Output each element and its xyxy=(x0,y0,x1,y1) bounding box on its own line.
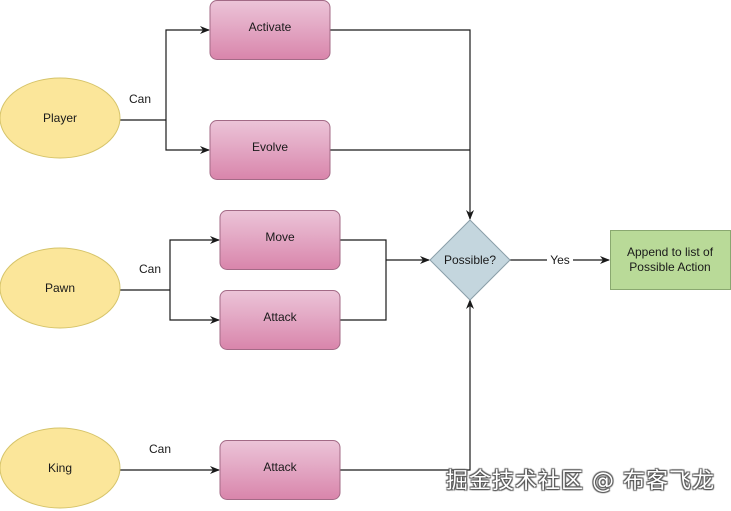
action-evolve[interactable]: Evolve xyxy=(209,120,331,180)
decision-label: Possible? xyxy=(444,253,496,267)
edge-pawn-attack xyxy=(169,290,220,324)
can-label-king: Can xyxy=(149,442,171,456)
edge-player-activate xyxy=(165,26,210,120)
actor-player[interactable]: Player xyxy=(0,77,121,159)
actor-pawn[interactable]: Pawn xyxy=(0,247,121,329)
action-move-label: Move xyxy=(265,230,295,244)
can-label-player: Can xyxy=(129,92,151,106)
watermark: 掘金技术社区 @ 布客飞龙 xyxy=(446,469,715,494)
actor-king[interactable]: King xyxy=(0,427,121,509)
result-line-2: Possible Action xyxy=(629,260,710,274)
action-evolve-label: Evolve xyxy=(252,140,288,154)
edge-player-evolve xyxy=(165,120,210,154)
result-line-1: Append to list of xyxy=(627,245,714,259)
actor-pawn-label: Pawn xyxy=(45,281,75,295)
action-pawn-attack[interactable]: Attack xyxy=(219,290,341,350)
result-append[interactable]: Append to list of Possible Action xyxy=(610,230,731,290)
action-pawn-attack-label: Attack xyxy=(263,310,297,324)
yes-label: Yes xyxy=(550,253,570,267)
edge-activate-decision xyxy=(330,29,474,220)
actor-player-label: Player xyxy=(43,111,77,125)
actor-king-label: King xyxy=(48,461,72,475)
action-activate[interactable]: Activate xyxy=(209,0,331,60)
action-king-attack-label: Attack xyxy=(263,460,297,474)
edge-king-attack-decision xyxy=(340,299,474,471)
can-label-pawn: Can xyxy=(139,262,161,276)
decision-possible[interactable]: Possible? xyxy=(429,219,511,301)
yes-label-bg xyxy=(547,252,573,266)
action-king-attack[interactable]: Attack xyxy=(219,440,341,500)
edge-pawn-move xyxy=(169,236,220,290)
action-activate-label: Activate xyxy=(249,20,292,34)
edge-move-merge xyxy=(340,239,387,321)
action-move[interactable]: Move xyxy=(219,210,341,270)
